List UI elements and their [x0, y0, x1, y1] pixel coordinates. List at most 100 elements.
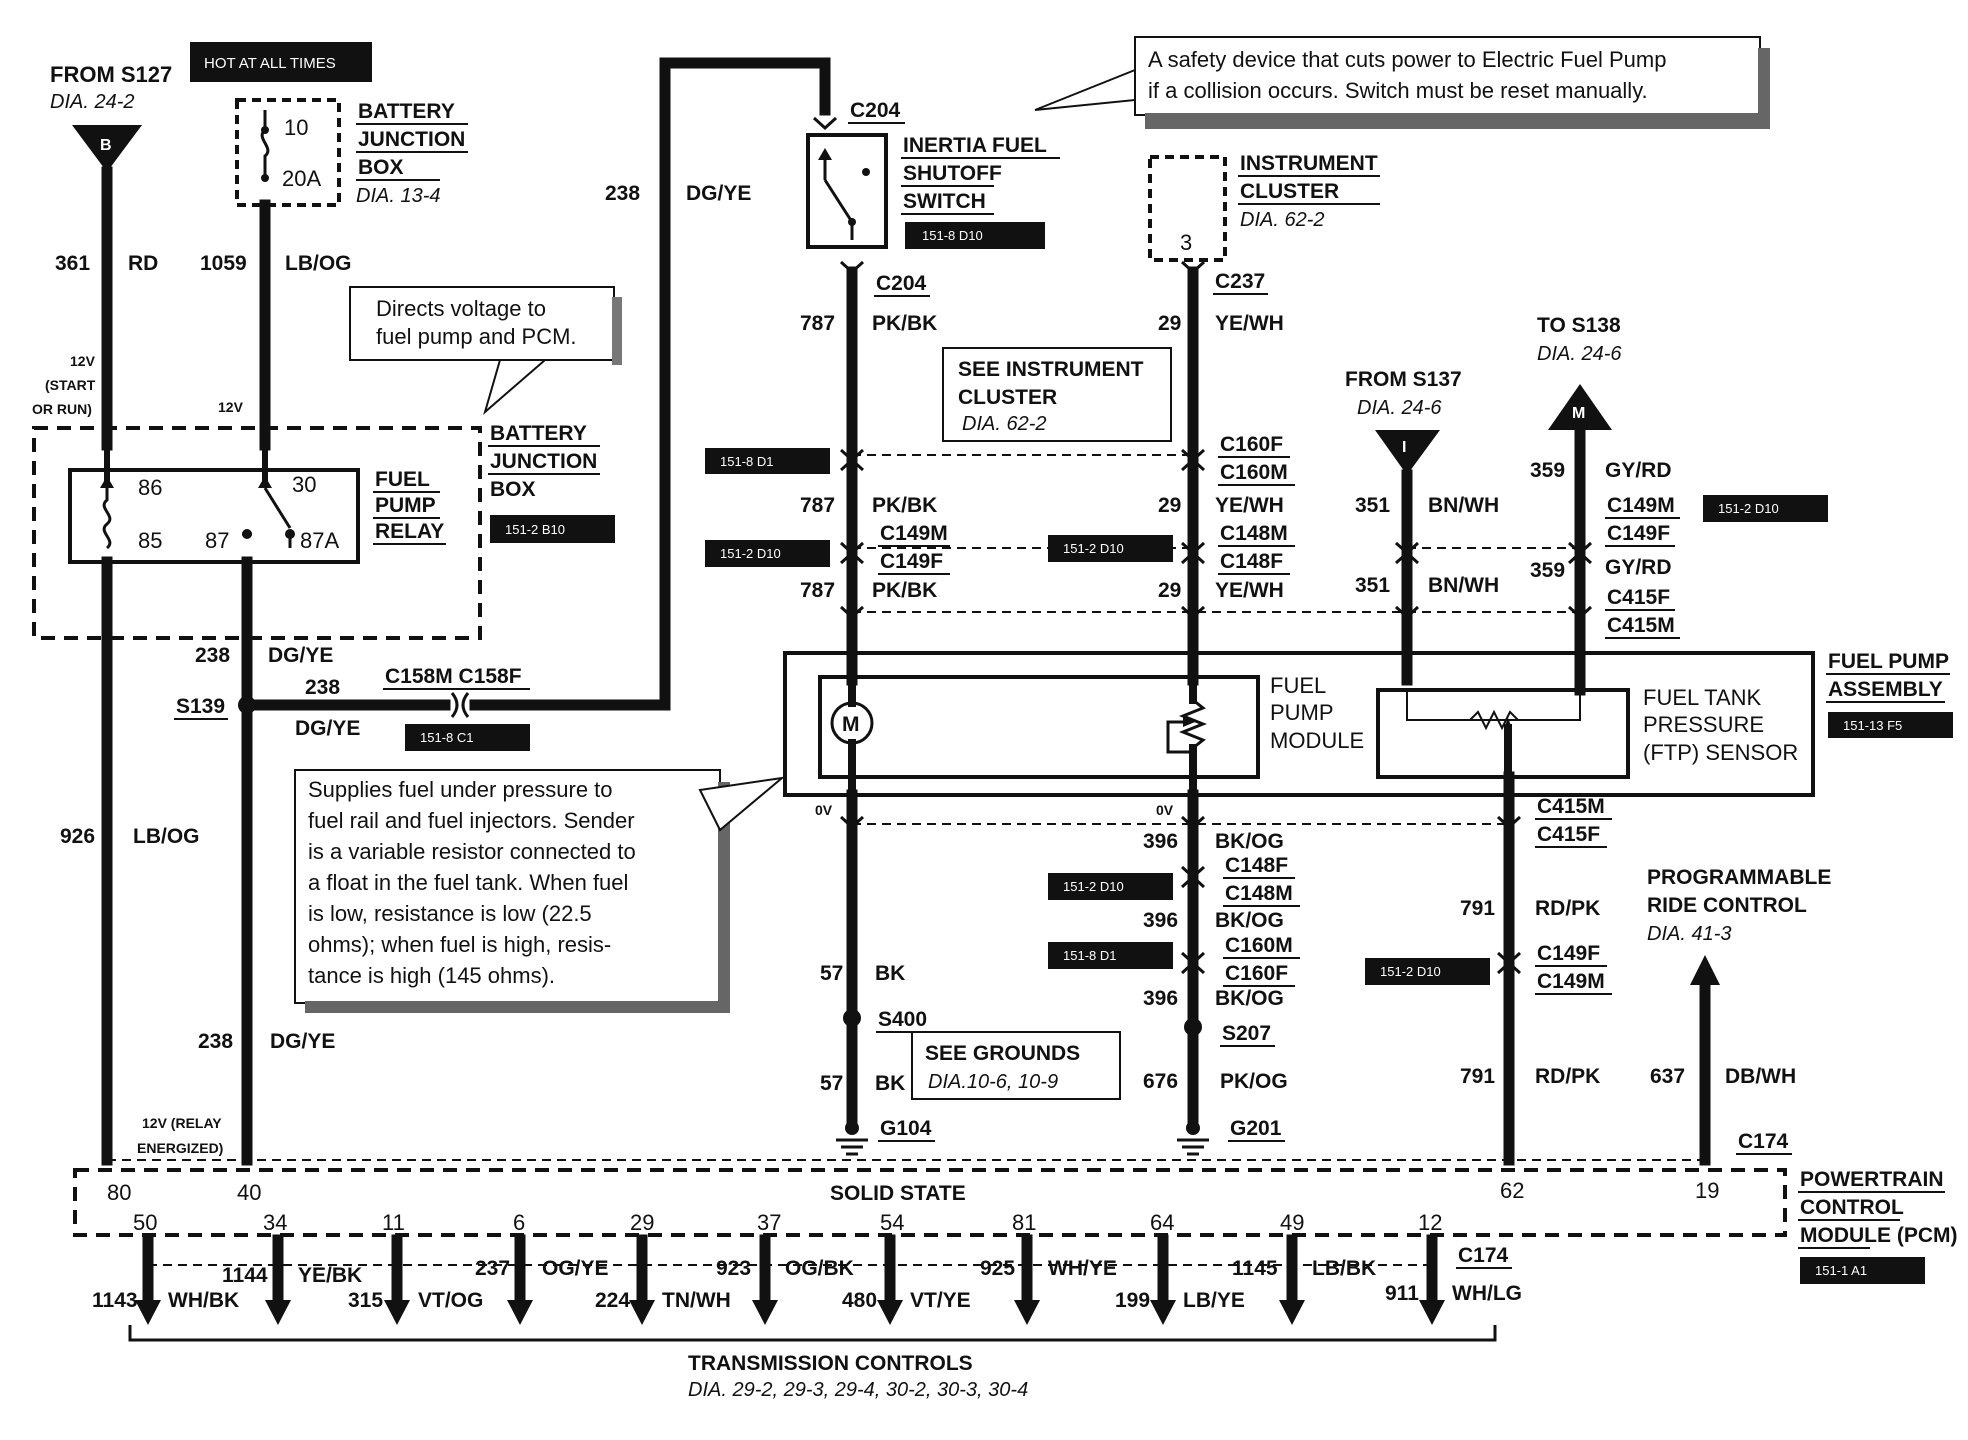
- note-supplies-l3: is a variable resistor connected to: [308, 839, 636, 864]
- bjb-top-title-3: BOX: [358, 156, 404, 179]
- lower-right-c174: C174: [1738, 1130, 1789, 1153]
- c158-ref-tag-text: 151-8 C1: [420, 730, 473, 745]
- wire-396-color-c: BK/OG: [1215, 987, 1284, 1010]
- instrument-cluster-outline: [1148, 155, 1227, 262]
- wire-29-number-b: 29: [1158, 494, 1181, 517]
- note-supplies-l4: a float in the fuel tank. When fuel: [308, 870, 628, 895]
- see-instrument-cluster-box: SEE INSTRUMENT CLUSTER DIA. 62-2: [942, 347, 1172, 442]
- wire-637-number: 637: [1650, 1065, 1685, 1088]
- lower-right-c415m: C415M: [1537, 795, 1605, 818]
- pcm-title-3: MODULE (PCM): [1800, 1224, 1957, 1247]
- relay-bjb-title-3: BOX: [490, 478, 536, 501]
- inertia-ref-tag: [905, 222, 1045, 249]
- note-supplies-fuel: Supplies fuel under pressure to fuel rai…: [294, 769, 786, 1013]
- trans-out-2-number: 315: [348, 1289, 383, 1312]
- from-s127-dia: DIA. 24-2: [50, 91, 134, 113]
- inertia-c204-top: C204: [850, 99, 901, 122]
- wire-57-color-a: BK: [875, 962, 905, 985]
- pcm-pin-4: 29: [630, 1210, 654, 1235]
- pcm-title-2: CONTROL: [1800, 1196, 1904, 1219]
- relay-ref-tag: [490, 515, 615, 543]
- voltage-0v-pump: 0V: [815, 802, 833, 818]
- wire-351-color-b: BN/WH: [1428, 574, 1499, 597]
- note-supplies-l5: is low, resistance is low (22.5: [308, 901, 592, 926]
- trans-out-8-number: 199: [1115, 1289, 1150, 1312]
- lower-right-d10-ref-tag-text: 151-2 D10: [1380, 964, 1441, 979]
- relay-bjb-title-1: BATTERY: [490, 422, 587, 445]
- wire-29-color-b: YE/WH: [1215, 494, 1284, 517]
- wire-676-number: 676: [1143, 1070, 1178, 1093]
- fuse-rating-bottom: 20A: [282, 166, 321, 191]
- fuel-pump-relay-body: [68, 468, 360, 564]
- from-s137-dia: DIA. 24-6: [1357, 397, 1442, 419]
- splice-i-triangle-icon: [1375, 430, 1440, 475]
- fuel-pump-module-title-2: PUMP: [1270, 700, 1334, 725]
- trans-out-6-color: VT/YE: [910, 1289, 971, 1312]
- wire-57-color-b: BK: [875, 1072, 905, 1095]
- pcm-pin-62: 62: [1500, 1178, 1524, 1203]
- wire-359-color-a: GY/RD: [1605, 459, 1672, 482]
- splice-s400: [843, 1009, 861, 1027]
- sender-lower-d1-ref-tag: [1048, 942, 1173, 969]
- hot-at-all-times-tag: [190, 42, 372, 82]
- fpa-ref-tag: [1828, 712, 1953, 738]
- prc-dia: DIA. 41-3: [1647, 923, 1731, 945]
- note-directs-voltage: Directs voltage to fuel pump and PCM.: [349, 286, 622, 415]
- lower-right-d10-ref-tag: [1365, 958, 1490, 985]
- wire-926-color: LB/OG: [133, 825, 200, 848]
- lower-right-c415f: C415F: [1537, 823, 1600, 846]
- inertia-switch-icon: [818, 148, 870, 240]
- trans-out-10-number: 911: [1385, 1282, 1419, 1305]
- splice-s139-label: S139: [176, 695, 225, 718]
- note-supplies-l6: ohms); when fuel is high, resis-: [308, 932, 611, 957]
- sender-lower-c148m: C148M: [1225, 882, 1293, 905]
- fuse-terminal-top: [261, 126, 269, 134]
- wire-1059-color: LB/OG: [285, 252, 352, 275]
- fuel-pump-module-box: [818, 675, 1260, 779]
- pcm-ref-tag-text: 151-1 A1: [1815, 1263, 1867, 1278]
- relay-energized-a: 12V (RELAY: [142, 1115, 222, 1131]
- battery-junction-box-relay-outline: [32, 426, 482, 640]
- wire-359-number-a: 359: [1530, 459, 1565, 482]
- to-s138-dia: DIA. 24-6: [1537, 343, 1622, 365]
- sender-lower-d10-ref-tag-text: 151-2 D10: [1063, 879, 1124, 894]
- transmission-c174: C174: [1458, 1244, 1509, 1267]
- trans-out-4-color: TN/WH: [662, 1289, 731, 1312]
- pcm-title-1: POWERTRAIN: [1800, 1168, 1944, 1191]
- pump-d10-ref-tag: [705, 540, 830, 567]
- battery-junction-box-fuse-outline: [235, 98, 341, 207]
- pump-d1-ref-tag: [705, 448, 830, 474]
- pcm-pin-19: 19: [1695, 1178, 1719, 1203]
- transmission-dia: DIA. 29-2, 29-3, 29-4, 30-2, 30-3, 30-4: [688, 1379, 1028, 1401]
- trans-out-3-number: 237: [475, 1257, 510, 1280]
- pcm-pin-40: 40: [237, 1180, 261, 1205]
- sender-c148f: C148F: [1220, 550, 1283, 573]
- relay-pin-87: 87: [205, 528, 229, 553]
- wire-1059-number: 1059: [200, 252, 247, 275]
- wire-57-number-a: 57: [820, 962, 843, 985]
- wire-676-color: PK/OG: [1220, 1070, 1288, 1093]
- pcm-pin-1: 34: [263, 1210, 287, 1235]
- note-directs-line1: Directs voltage to: [376, 296, 546, 321]
- wire-29-color-c: YE/WH: [1215, 579, 1284, 602]
- wire-787-number-a: 787: [800, 312, 835, 335]
- voltage-0v-sender: 0V: [1156, 802, 1174, 818]
- wire-29-number-c: 29: [1158, 579, 1181, 602]
- from-s137-label: FROM S137: [1345, 368, 1462, 391]
- sender-lower-c160f: C160F: [1225, 962, 1288, 985]
- trans-out-0-number: 1143: [92, 1289, 138, 1312]
- hot-at-all-times-text: HOT AT ALL TIMES: [204, 55, 336, 72]
- splice-b-label: B: [100, 137, 112, 154]
- sender-c160f: C160F: [1220, 433, 1283, 456]
- fuel-sender-resistor-icon: [1166, 676, 1208, 794]
- transmission-bracket: [128, 1325, 1497, 1342]
- fuel-pump-module-title-1: FUEL: [1270, 673, 1326, 698]
- pump-d10-ref-tag-text: 151-2 D10: [720, 546, 781, 561]
- fuse-icon: [260, 110, 270, 176]
- trans-out-5-color: OG/BK: [785, 1257, 854, 1280]
- relay-pin-86: 86: [138, 475, 162, 500]
- wire-787-color-b: PK/BK: [872, 494, 937, 517]
- trans-out-1-number: 1144: [222, 1264, 268, 1287]
- instrument-cluster-dia: DIA. 62-2: [1240, 209, 1324, 231]
